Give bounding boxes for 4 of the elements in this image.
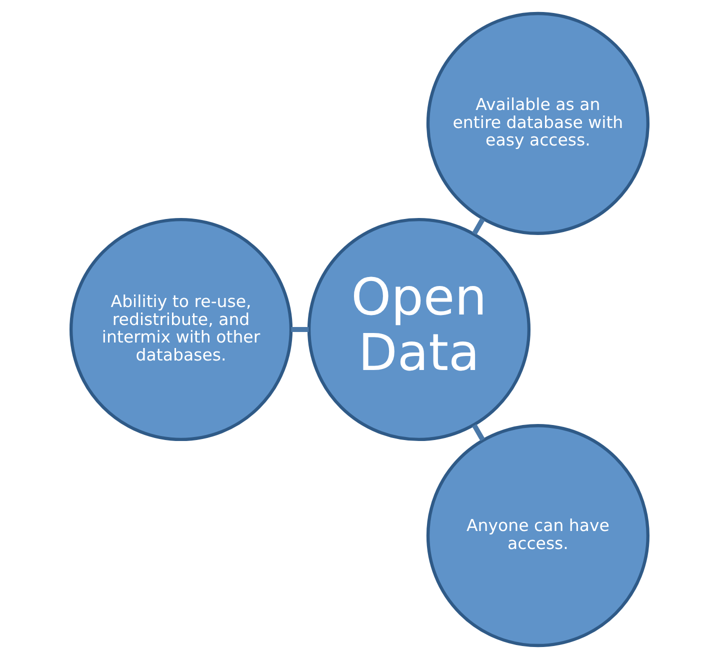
connector [472,218,485,235]
node-circle: Abilitiy to re-use, redistribute, and intermix with other databases. [70,218,293,442]
connector [291,326,309,332]
connector [472,424,485,442]
